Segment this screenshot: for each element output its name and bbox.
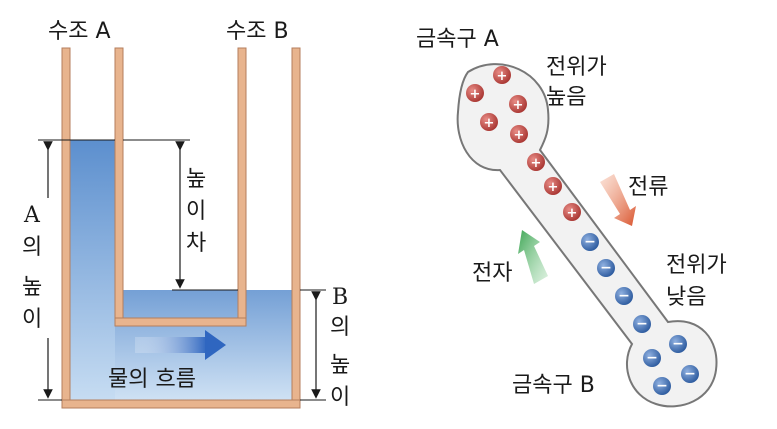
- sphere-b-label: 금속구 B: [512, 373, 595, 398]
- low-potential-label-2: 낮음: [666, 285, 706, 310]
- height-b-label: B 의 높 이: [330, 285, 350, 410]
- height-a-label: A 의 높 이: [20, 198, 50, 338]
- svg-text:이: 이: [186, 199, 206, 224]
- svg-text:−: −: [656, 378, 668, 394]
- svg-text:의: 의: [22, 235, 42, 260]
- svg-text:B: B: [332, 285, 348, 310]
- svg-text:+: +: [513, 98, 524, 113]
- positive-charge: +: [466, 84, 484, 102]
- negative-charge: −: [669, 335, 687, 353]
- svg-text:이: 이: [22, 307, 42, 332]
- svg-text:−: −: [672, 336, 684, 352]
- svg-text:+: +: [567, 206, 578, 221]
- svg-text:높: 높: [22, 275, 42, 300]
- water-tank-a: [70, 140, 115, 400]
- svg-text:−: −: [646, 350, 658, 366]
- tank-b-label: 수조 B: [226, 19, 289, 44]
- positive-charge: +: [563, 203, 581, 221]
- svg-text:이: 이: [330, 385, 350, 410]
- svg-text:+: +: [484, 116, 495, 131]
- svg-text:+: +: [514, 128, 525, 143]
- svg-text:높: 높: [186, 167, 206, 192]
- negative-charge: −: [653, 377, 671, 395]
- negative-charge: −: [681, 365, 699, 383]
- svg-text:+: +: [531, 156, 542, 171]
- high-potential-label-2: 높음: [546, 85, 586, 110]
- svg-text:A: A: [23, 203, 41, 228]
- svg-text:+: +: [497, 69, 508, 84]
- height-diff-label: 높 이 차: [184, 160, 212, 260]
- positive-charge: +: [493, 66, 511, 84]
- svg-text:의: 의: [330, 315, 350, 340]
- positive-charge: +: [480, 113, 498, 131]
- metal-sphere-diagram: + + + + + + + + − − − − − − − − 전류: [416, 27, 727, 408]
- svg-text:−: −: [600, 260, 612, 276]
- negative-charges: − − − − − − − −: [581, 233, 699, 395]
- water-tank-diagram: 수조 A 수조 B A 의 높 이 높 이 차 B 의 높: [20, 19, 350, 410]
- tank-a-label: 수조 A: [48, 19, 111, 44]
- negative-charge: −: [633, 315, 651, 333]
- svg-text:높: 높: [330, 353, 350, 378]
- positive-charge: +: [510, 125, 528, 143]
- svg-text:차: 차: [186, 231, 206, 256]
- negative-charge: −: [581, 233, 599, 251]
- tank-walls: [61, 47, 301, 409]
- current-arrow: [600, 174, 636, 226]
- electron-arrow: [518, 230, 548, 284]
- svg-text:+: +: [548, 180, 559, 195]
- water-flow-arrow: [135, 330, 226, 360]
- negative-charge: −: [597, 259, 615, 277]
- positive-charge: +: [527, 153, 545, 171]
- water-flow-label: 물의 흐름: [108, 367, 196, 392]
- svg-text:−: −: [618, 288, 630, 304]
- positive-charge: +: [509, 95, 527, 113]
- svg-text:+: +: [470, 87, 481, 102]
- svg-text:−: −: [684, 366, 696, 382]
- negative-charge: −: [643, 349, 661, 367]
- svg-text:−: −: [636, 316, 648, 332]
- current-label: 전류: [628, 175, 668, 200]
- positive-charge: +: [544, 177, 562, 195]
- negative-charge: −: [615, 287, 633, 305]
- electron-label: 전자: [472, 261, 512, 286]
- svg-text:−: −: [584, 234, 596, 250]
- sphere-a-label: 금속구 A: [416, 27, 499, 52]
- low-potential-label-1: 전위가: [666, 253, 727, 278]
- positive-charges: + + + + + + + +: [466, 66, 581, 221]
- high-potential-label-1: 전위가: [546, 55, 607, 80]
